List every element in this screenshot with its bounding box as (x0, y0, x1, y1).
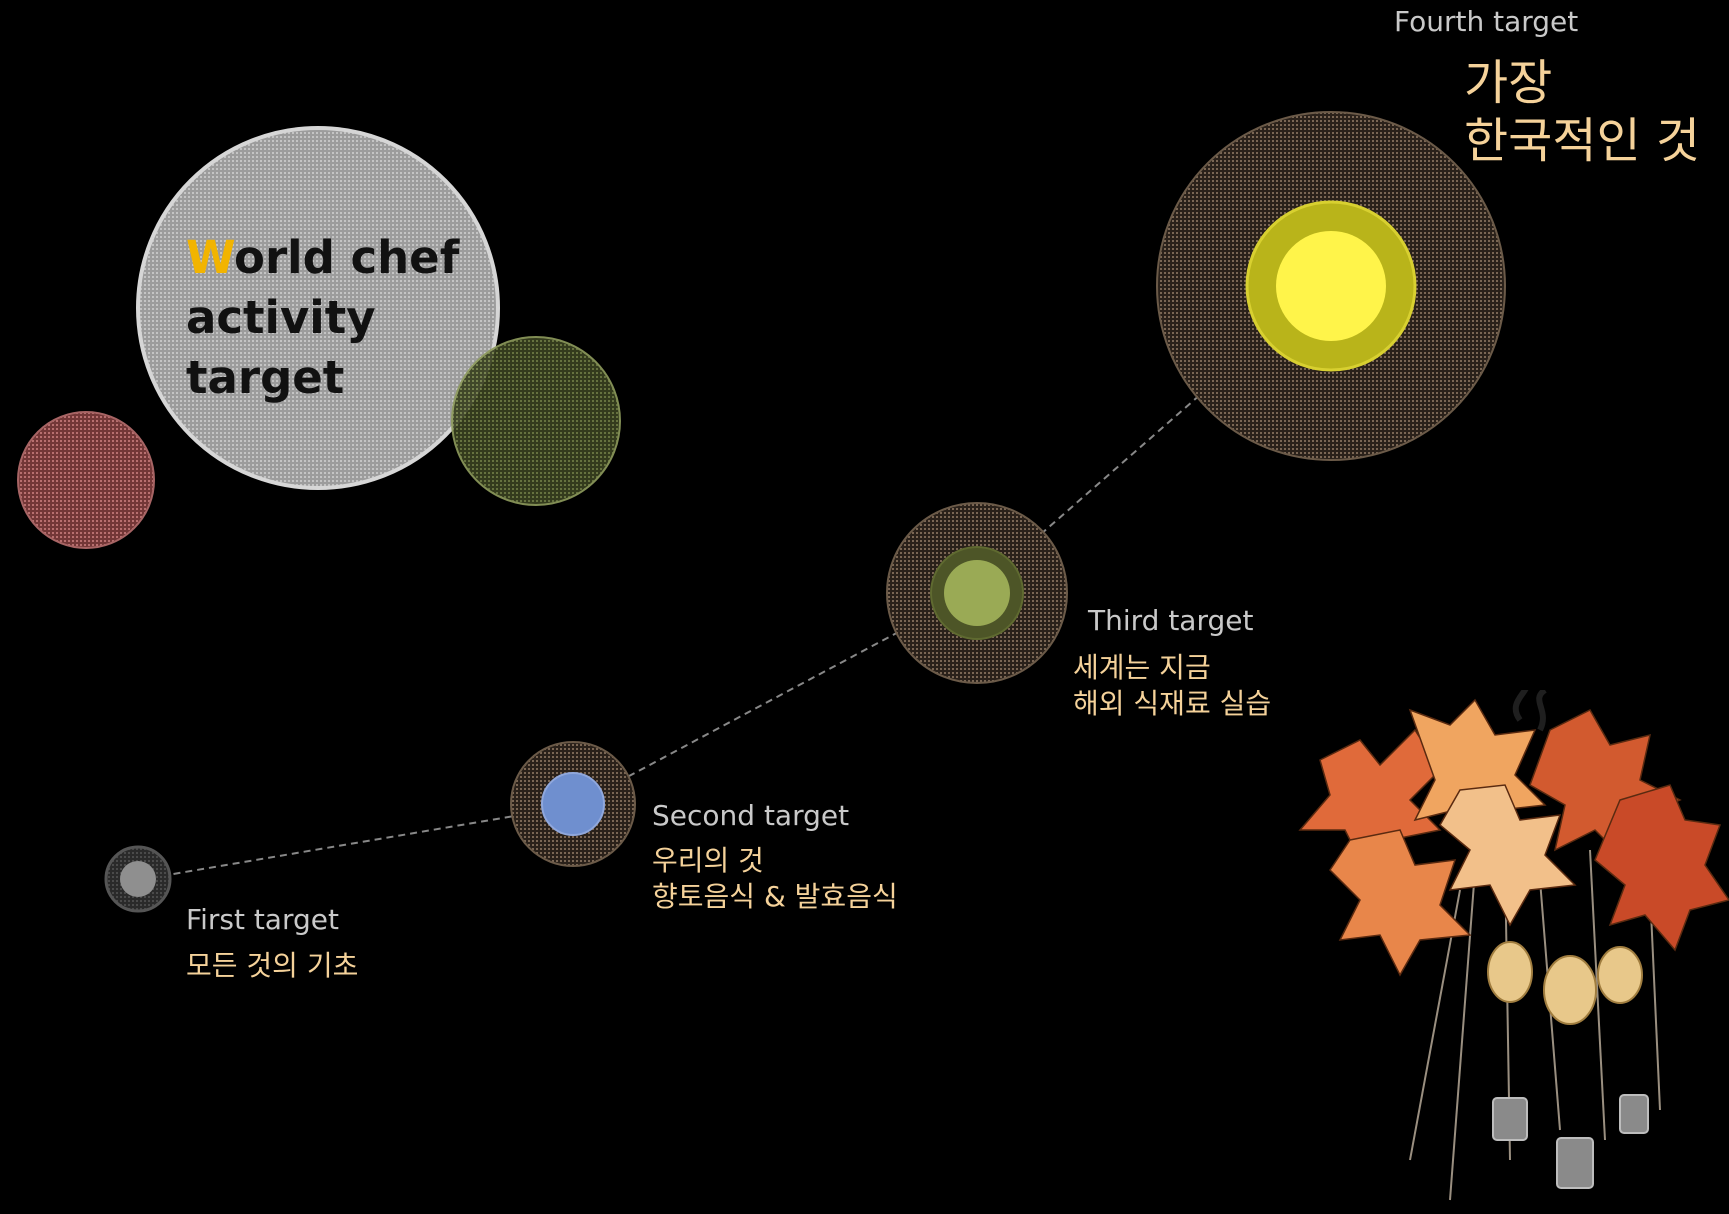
second-target-label: Second target (652, 799, 850, 832)
third-target-desc-line: 세계는 지금 (1073, 651, 1211, 684)
fourth-target-desc-line: 가장 (1464, 55, 1553, 111)
fourth-target-label: Fourth target (1394, 5, 1579, 38)
third-target-dot (944, 560, 1010, 626)
third-target-label: Third target (1088, 604, 1254, 637)
second-target-dot (541, 772, 605, 836)
target-connector-line (137, 337, 1266, 881)
first-target-desc: 모든 것의 기초 (186, 948, 358, 984)
third-target-desc: 세계는 지금 해외 식재료 실습 (1073, 650, 1271, 722)
fourth-target-dot (1276, 231, 1386, 341)
diagram-title: World chef activity target (186, 228, 459, 408)
autumn-leaf-plant-photo (1298, 690, 1729, 1201)
first-target-dot (120, 861, 156, 897)
second-target-desc-line: 우리의 것 (652, 844, 764, 877)
first-target-label: First target (186, 903, 339, 936)
third-target-desc-line: 해외 식재료 실습 (1073, 687, 1272, 720)
second-target-desc: 우리의 것 향토음식 & 발효음식 (652, 843, 898, 915)
title-line-1: orld chef (234, 231, 460, 284)
decor-bubble-grey (136, 126, 500, 490)
fourth-target-desc-line: 한국적인 것 (1464, 113, 1701, 169)
title-line-2: activity (186, 291, 376, 344)
decor-bubble-green (451, 336, 621, 506)
title-line-3: target (186, 351, 345, 404)
title-accent-letter: W (186, 231, 235, 284)
second-target-desc-line: 향토음식 & 발효음식 (652, 880, 898, 913)
decor-bubble-red (17, 411, 155, 549)
first-target-desc-line: 모든 것의 기초 (186, 949, 359, 982)
fourth-target-desc: 가장 한국적인 것 (1464, 54, 1700, 170)
